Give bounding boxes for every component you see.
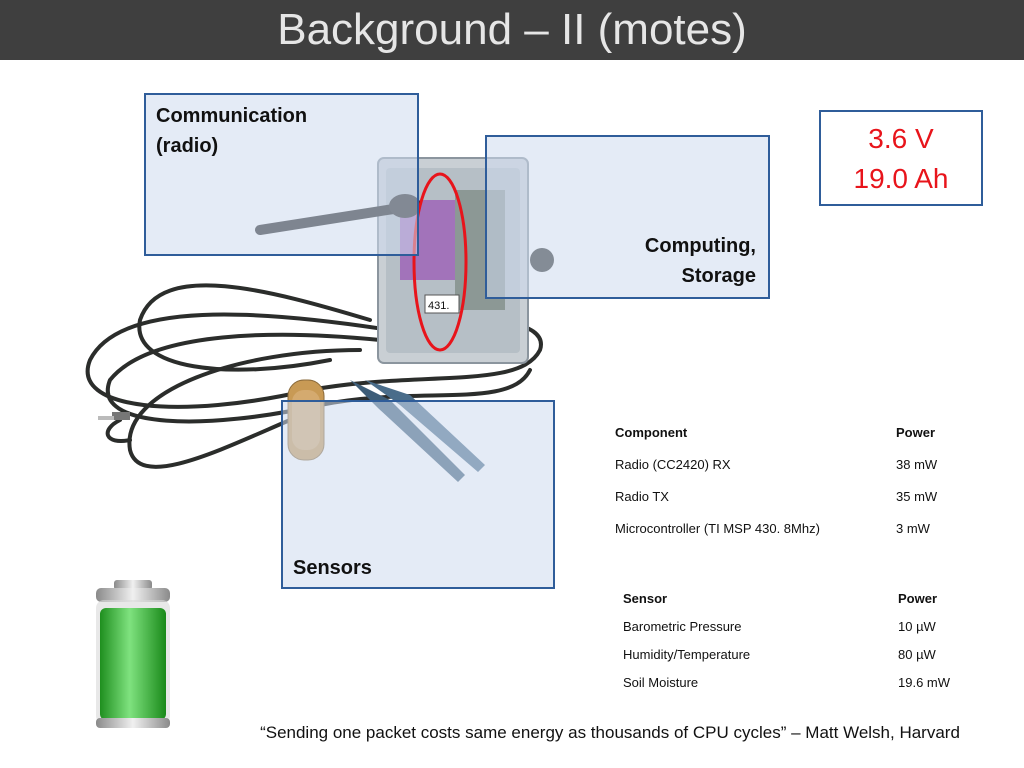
component-power: 35 mW bbox=[896, 489, 938, 504]
table-row: Radio (CC2420) RX 38 mW bbox=[615, 457, 995, 489]
sensor-power: 19.6 mW bbox=[898, 675, 951, 690]
table-row: Soil Moisture 19.6 mW bbox=[623, 675, 1003, 703]
sensors-label: Sensors bbox=[293, 557, 372, 579]
component-power-table: Component Power Radio (CC2420) RX 38 mW … bbox=[615, 425, 995, 553]
slide-title: Background – II (motes) bbox=[277, 5, 747, 54]
header-power: Power bbox=[898, 591, 938, 606]
mote-tag-label: 431. bbox=[428, 300, 449, 312]
sensor-power-table: Sensor Power Barometric Pressure 10 µW H… bbox=[623, 591, 1003, 703]
component-power: 38 mW bbox=[896, 457, 938, 472]
title-bar bbox=[0, 0, 1024, 60]
sensor-name: Humidity/Temperature bbox=[623, 647, 751, 662]
highlight-ellipse bbox=[412, 172, 468, 352]
header-power: Power bbox=[896, 425, 936, 440]
sensors-box: Sensors bbox=[281, 400, 555, 589]
communication-label: Communication (radio) bbox=[156, 105, 308, 157]
quote-text: “Sending one packet costs same energy as… bbox=[260, 723, 960, 742]
computing-storage-box: Computing, Storage bbox=[485, 135, 770, 299]
communication-radio-box: Communication (radio) bbox=[144, 93, 419, 256]
battery-capacity: 19.0 Ah bbox=[853, 163, 949, 194]
sensor-name: Barometric Pressure bbox=[623, 619, 742, 634]
component-name: Microcontroller (TI MSP 430. 8Mhz) bbox=[615, 521, 820, 536]
table-header-row: Component Power bbox=[615, 425, 995, 457]
battery-icon bbox=[96, 580, 170, 728]
component-power: 3 mW bbox=[896, 521, 930, 536]
table-row: Barometric Pressure 10 µW bbox=[623, 619, 1003, 647]
table-row: Humidity/Temperature 80 µW bbox=[623, 647, 1003, 675]
sensor-power: 80 µW bbox=[898, 647, 936, 662]
computing-label: Computing, Storage bbox=[644, 235, 756, 287]
component-name: Radio TX bbox=[615, 489, 669, 504]
table-row: Microcontroller (TI MSP 430. 8Mhz) 3 mW bbox=[615, 521, 995, 553]
sensor-power: 10 µW bbox=[898, 619, 936, 634]
battery-voltage: 3.6 V bbox=[868, 123, 934, 154]
header-sensor: Sensor bbox=[623, 591, 668, 606]
table-header-row: Sensor Power bbox=[623, 591, 1003, 619]
table-row: Radio TX 35 mW bbox=[615, 489, 995, 521]
battery-spec-box: 3.6 V 19.0 Ah bbox=[819, 110, 983, 206]
sensor-name: Soil Moisture bbox=[623, 675, 699, 690]
header-component: Component bbox=[615, 425, 688, 440]
component-name: Radio (CC2420) RX bbox=[615, 457, 731, 472]
